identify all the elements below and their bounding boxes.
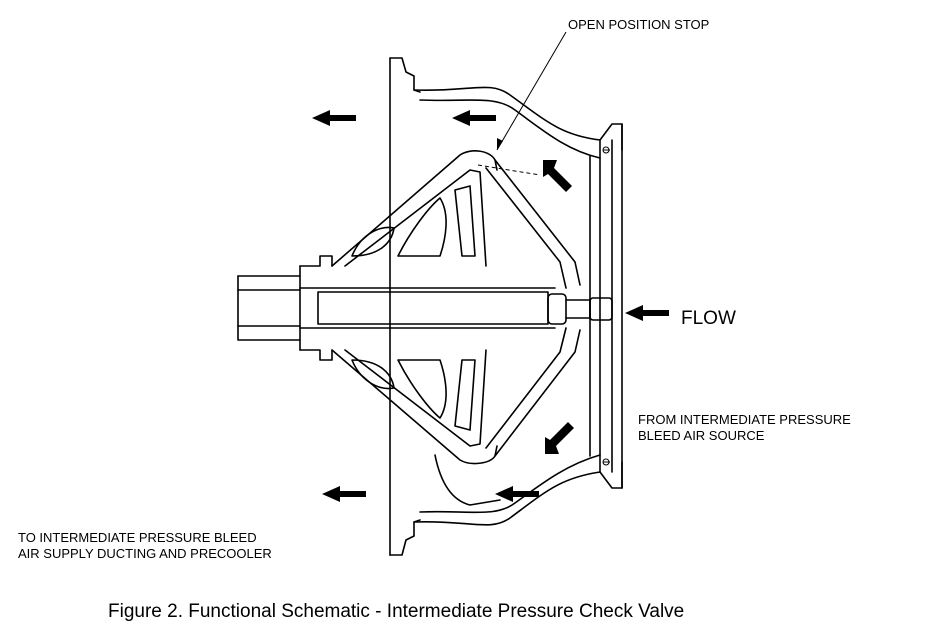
open-position-stop-callout: OPEN POSITION STOP (496, 17, 709, 151)
source-label-line1: FROM INTERMEDIATE PRESSURE (638, 412, 851, 427)
arrow-left-icon (495, 486, 539, 502)
valve-housing (389, 57, 623, 556)
arrow-up-left-icon (543, 160, 572, 192)
supply-label-line1: TO INTERMEDIATE PRESSURE BLEED (18, 530, 257, 545)
arrow-down-left-icon (545, 422, 574, 454)
arrow-left-icon (452, 110, 496, 126)
valve-disc-lower (331, 327, 581, 506)
flow-label: FLOW (681, 308, 736, 329)
leader-arrowhead (497, 138, 503, 150)
arrow-left-icon (322, 486, 366, 502)
valve-disc-upper (331, 150, 581, 289)
figure-caption: Figure 2. Functional Schematic - Interme… (108, 601, 684, 622)
valve-shaft (237, 255, 613, 361)
open-position-stop-label: OPEN POSITION STOP (568, 17, 709, 32)
flow-arrows (312, 110, 669, 502)
leader-line (496, 31, 567, 151)
arrow-left-icon (625, 305, 669, 321)
source-label-line2: BLEED AIR SOURCE (638, 428, 765, 443)
arrow-left-icon (312, 110, 356, 126)
supply-label-line2: AIR SUPPLY DUCTING AND PRECOOLER (18, 546, 272, 561)
